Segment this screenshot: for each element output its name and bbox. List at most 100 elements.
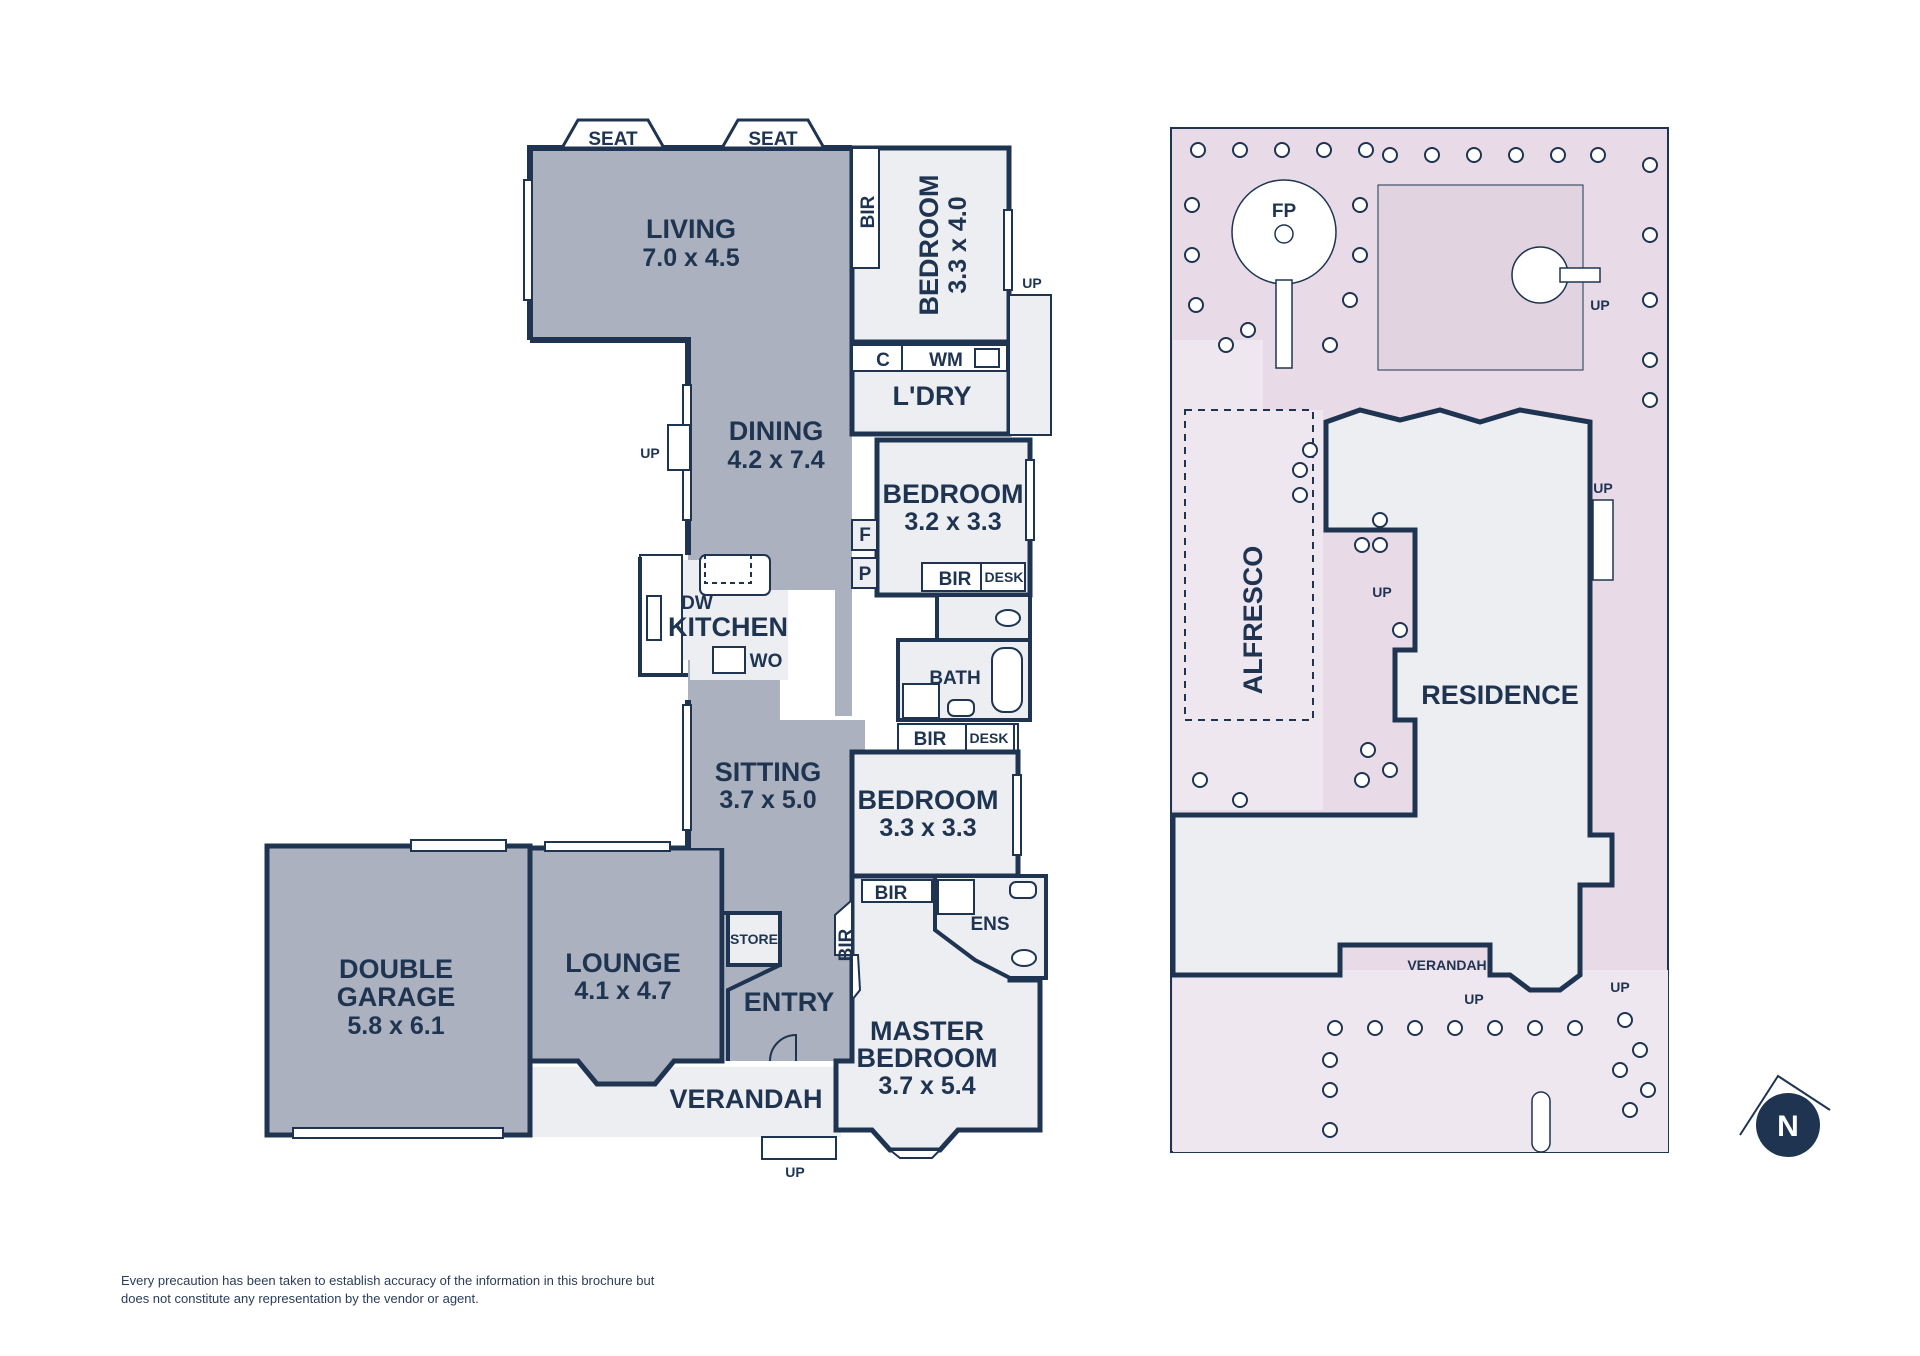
- tree-icon: [1632, 1042, 1648, 1058]
- bedroom-2-window: [1025, 459, 1035, 541]
- tree-icon: [1392, 622, 1408, 638]
- lounge-bay-wall: [530, 1059, 722, 1086]
- front-up-label: UP: [785, 1164, 804, 1180]
- seat-right: [719, 118, 827, 150]
- tree-icon: [1372, 512, 1388, 528]
- site-up-label-4: UP: [1464, 991, 1483, 1007]
- lounge-label: LOUNGE: [565, 948, 681, 978]
- tree-icon: [1184, 197, 1200, 213]
- laundry-stair: [1008, 294, 1052, 436]
- bedroom-2-dims: 3.2 x 3.3: [904, 508, 1001, 536]
- fridge-label: F: [859, 525, 871, 546]
- bedroom-1-bir-label: BIR: [858, 195, 879, 228]
- bedroom-3-bir-label: BIR: [914, 729, 947, 750]
- master-bir-top: [861, 879, 933, 903]
- tree-icon: [1622, 1102, 1638, 1118]
- bedroom-2-label: BEDROOM: [883, 479, 1024, 509]
- bedroom-1-label: BEDROOM: [914, 175, 944, 316]
- master-bir-side: [834, 897, 862, 1003]
- ensuite-vanity: [1009, 881, 1037, 899]
- tree-icon: [1322, 337, 1338, 353]
- living-dims: 7.0 x 4.5: [642, 244, 739, 272]
- tree-icon: [1358, 142, 1374, 158]
- laundry-label: L'DRY: [893, 381, 972, 411]
- tree-icon: [1466, 147, 1482, 163]
- tree-icon: [1232, 792, 1248, 808]
- tree-icon: [1352, 247, 1368, 263]
- tree-icon: [1232, 142, 1248, 158]
- sitting-label: SITTING: [715, 757, 822, 787]
- spa-path: [1559, 267, 1601, 283]
- pantry: [851, 557, 878, 589]
- cupboard-label: C: [876, 350, 890, 371]
- site-up-label-1: UP: [1372, 584, 1391, 600]
- kitchen-island: [699, 554, 771, 596]
- site-plan-labels: RESIDENCE ALFRESCO FP VERANDAH UP UP UP …: [1238, 201, 1630, 1007]
- bedroom-2-desk-label: DESK: [985, 569, 1024, 585]
- dining-dims: 4.2 x 7.4: [727, 446, 824, 474]
- tree-icon: [1612, 1062, 1628, 1078]
- lounge-window: [544, 841, 671, 852]
- ensuite-shower: [937, 879, 975, 915]
- verandah-label: VERANDAH: [669, 1084, 822, 1114]
- fridge-space: [851, 519, 878, 551]
- tree-icon: [1218, 337, 1234, 353]
- tree-icon: [1342, 292, 1358, 308]
- tree-icon: [1184, 247, 1200, 263]
- rangehood-outline: [704, 554, 752, 584]
- cooktop: [712, 646, 746, 674]
- tree-icon: [1354, 537, 1370, 553]
- bedroom-3-desk-label: DESK: [970, 730, 1009, 746]
- side-stair: [1592, 499, 1614, 581]
- store-room: [726, 911, 782, 967]
- bedroom-1-window: [1003, 209, 1013, 291]
- bedroom-1-bir: [851, 147, 880, 269]
- entry-door-swing: [769, 1033, 797, 1062]
- seat-right-label: SEAT: [748, 129, 798, 150]
- sitting-dims: 3.7 x 5.0: [719, 786, 816, 814]
- bedroom-3-desk: [965, 723, 1015, 753]
- alfresco-label: ALFRESCO: [1238, 546, 1268, 695]
- kitchen-label: KITCHEN: [668, 612, 788, 642]
- tree-icon: [1642, 227, 1658, 243]
- wm-label: WM: [929, 350, 963, 371]
- north-compass: N: [1739, 1074, 1831, 1157]
- alfresco-pergola: [1184, 409, 1314, 721]
- tree-icon: [1190, 142, 1206, 158]
- dining-wall: [530, 337, 691, 555]
- pantry-label: P: [859, 564, 872, 585]
- tree-icon: [1302, 442, 1318, 458]
- shower: [902, 683, 940, 719]
- floor-plan-labels: SEAT SEAT LIVING 7.0 x 4.5 BIR BEDROOM 3…: [337, 129, 1042, 1180]
- tree-icon: [1642, 292, 1658, 308]
- fire-pit-path: [1275, 279, 1293, 369]
- bath-label: BATH: [929, 668, 980, 689]
- tree-icon: [1487, 1020, 1503, 1036]
- tree-icon: [1322, 1122, 1338, 1138]
- site-up-label-2: UP: [1593, 480, 1612, 496]
- tree-icon: [1274, 142, 1290, 158]
- master-label-line2: BEDROOM: [857, 1043, 998, 1073]
- front-step: [761, 1136, 837, 1160]
- master-bir-top-label: BIR: [875, 883, 908, 904]
- site-up-label-3: UP: [1590, 297, 1609, 313]
- bedroom-3-dims: 3.3 x 3.3: [879, 814, 976, 842]
- tree-icon: [1240, 322, 1256, 338]
- fire-pit: [1274, 224, 1294, 244]
- compass-disc: [1756, 1093, 1820, 1157]
- sitting-window: [682, 704, 692, 831]
- tree-icon: [1550, 147, 1566, 163]
- dining-step: [667, 424, 691, 471]
- entry-label: ENTRY: [744, 987, 835, 1017]
- bedroom-1-dims: 3.3 x 4.0: [944, 196, 972, 293]
- garage-label-line1: DOUBLE: [339, 954, 453, 984]
- bedroom-3-room: [849, 749, 1021, 879]
- tree-icon: [1322, 1082, 1338, 1098]
- front-path: [1531, 1091, 1551, 1153]
- ensuite-toilet: [1011, 949, 1037, 967]
- verandah-deck: [531, 1067, 841, 1137]
- residence-label: RESIDENCE: [1421, 680, 1579, 710]
- tree-icon: [1382, 762, 1398, 778]
- master-bay-window: [887, 1149, 943, 1159]
- tree-icon: [1617, 1012, 1633, 1028]
